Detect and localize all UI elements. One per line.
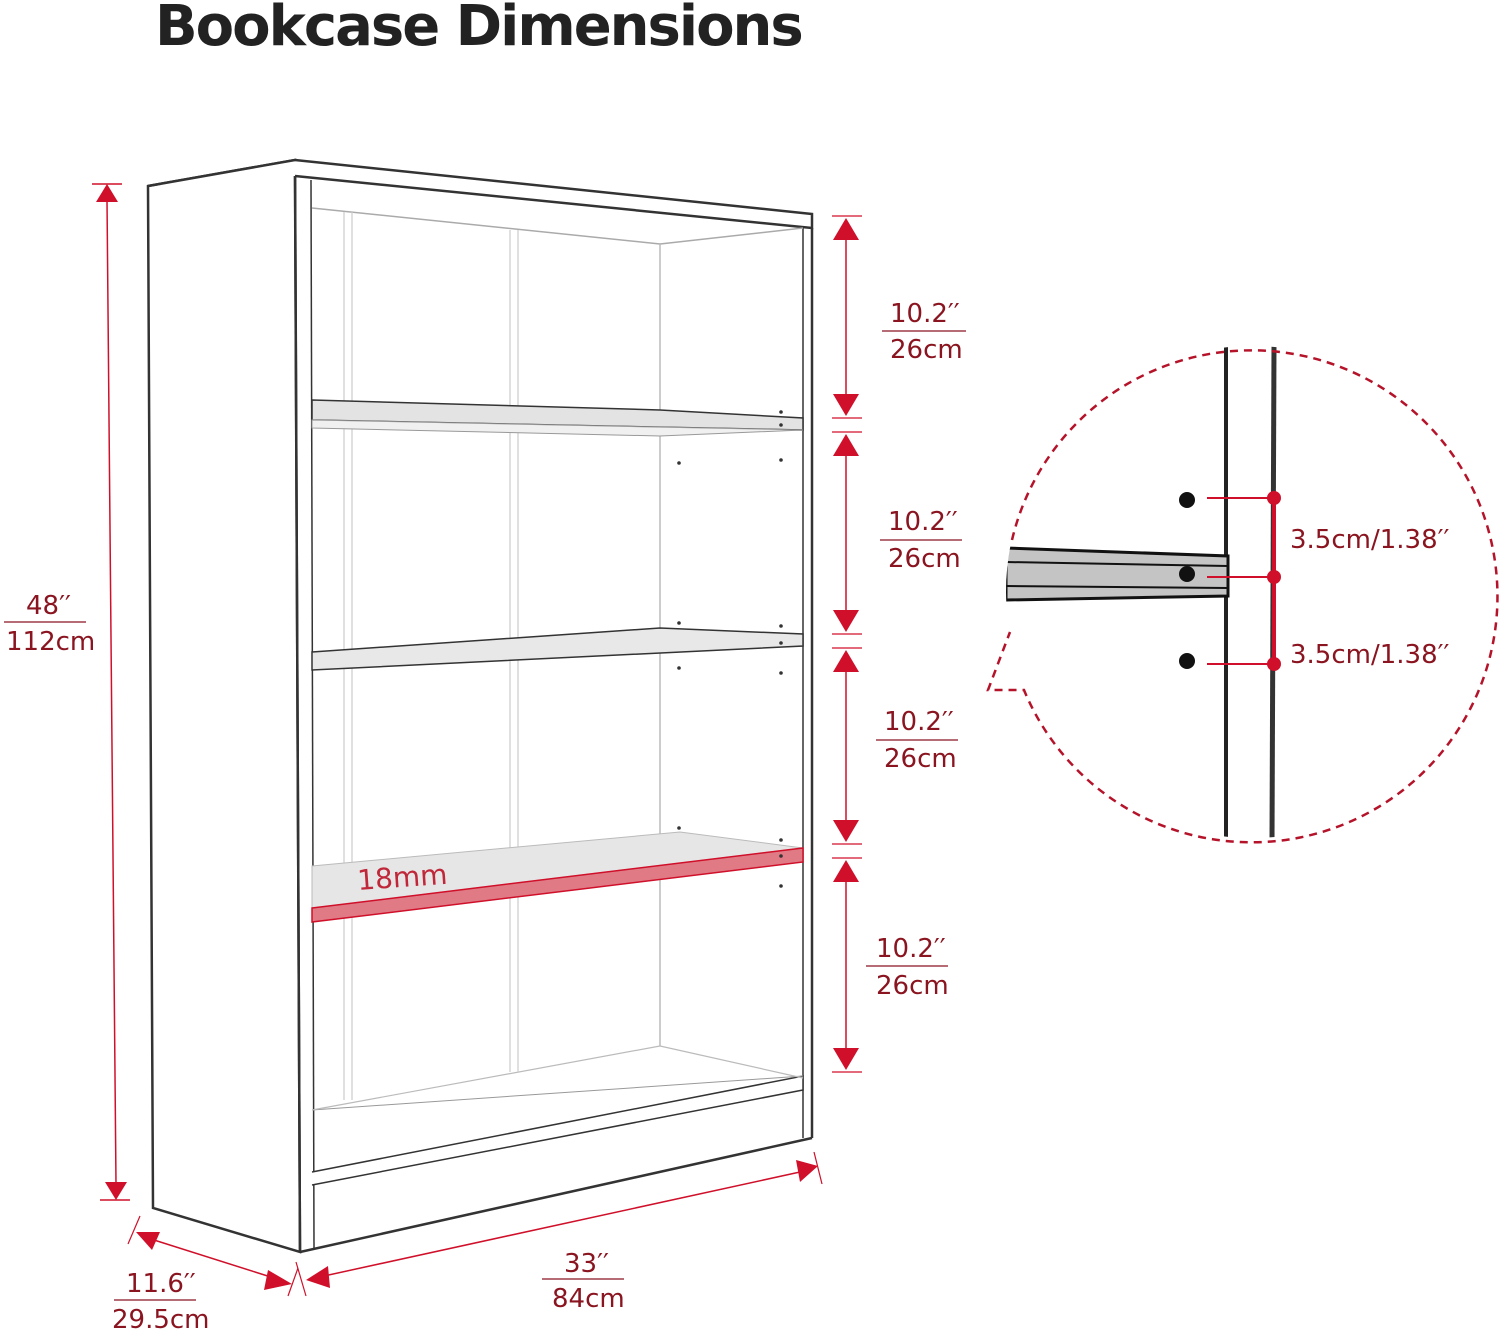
compartment-2-in-label: 10.2′′ <box>888 507 958 537</box>
compartment-3-in-label: 10.2′′ <box>884 707 954 737</box>
compartment-2-cm-label: 26cm <box>888 544 961 574</box>
shelf-2 <box>311 627 804 671</box>
shelf-3 <box>311 831 804 923</box>
arrow-left-icon <box>136 1232 160 1250</box>
hole-spacing-label-2: 3.5cm/1.38′′ <box>1290 640 1450 670</box>
width-in-label: 33′′ <box>564 1249 609 1279</box>
arrow-down-icon <box>833 820 859 842</box>
arrow-up-icon <box>96 184 118 202</box>
compartment-4-in-label: 10.2′′ <box>876 934 946 964</box>
arrow-left-icon <box>306 1266 330 1288</box>
arrow-right-icon <box>796 1160 818 1182</box>
arrow-right-icon <box>264 1270 292 1290</box>
peg-hole-icon <box>1179 566 1195 582</box>
height-dimension: 48′′ 112cm <box>4 183 130 1201</box>
diagram-title: Bookcase Dimensions <box>155 0 804 59</box>
peg-hole-icon <box>1179 492 1195 508</box>
arrow-down-icon <box>833 1048 859 1070</box>
bottom-kick-plate <box>299 1136 813 1254</box>
compartment-dimension-3: 10.2′′ 26cm <box>832 647 958 845</box>
height-in-label: 48′′ <box>26 591 71 621</box>
detail-callout: 3.5cm/1.38′′ 3.5cm/1.38′′ <box>986 346 1499 844</box>
width-dimension: 33′′ 84cm <box>295 1151 823 1314</box>
detail-callout-border <box>986 349 1499 844</box>
compartment-3-cm-label: 26cm <box>884 744 957 774</box>
height-cm-label: 112cm <box>6 627 95 657</box>
arrow-up-icon <box>833 650 859 672</box>
peg-hole-icon <box>1179 653 1195 669</box>
arrow-down-icon <box>105 1182 127 1200</box>
depth-dimension: 11.6′′ 29.5cm <box>112 1215 299 1332</box>
arrow-down-icon <box>833 610 859 632</box>
compartment-dimension-1: 10.2′′ 26cm <box>832 215 966 419</box>
arrow-down-icon <box>833 394 859 416</box>
bookcase-outline <box>146 158 814 1254</box>
left-side-panel <box>146 158 302 1254</box>
depth-in-label: 11.6′′ <box>126 1269 196 1299</box>
arrow-up-icon <box>833 434 859 456</box>
shelf-thickness-highlight <box>311 847 804 923</box>
arrow-up-icon <box>833 860 859 882</box>
compartment-1-cm-label: 26cm <box>890 335 963 365</box>
hole-spacing-label-1: 3.5cm/1.38′′ <box>1290 525 1450 555</box>
shelf-1 <box>311 399 804 437</box>
arrow-up-icon <box>833 218 859 240</box>
compartment-1-in-label: 10.2′′ <box>890 299 960 329</box>
compartment-4-cm-label: 26cm <box>876 971 949 1001</box>
shelf-thickness-label: 18mm <box>356 858 448 897</box>
compartment-dimension-2: 10.2′′ 26cm <box>832 431 962 635</box>
width-cm-label: 84cm <box>552 1284 625 1314</box>
top-panel-edge <box>147 158 814 230</box>
shelf-peg-holes <box>677 410 783 888</box>
depth-cm-label: 29.5cm <box>112 1305 210 1332</box>
compartment-dimension-4: 10.2′′ 26cm <box>832 857 949 1073</box>
